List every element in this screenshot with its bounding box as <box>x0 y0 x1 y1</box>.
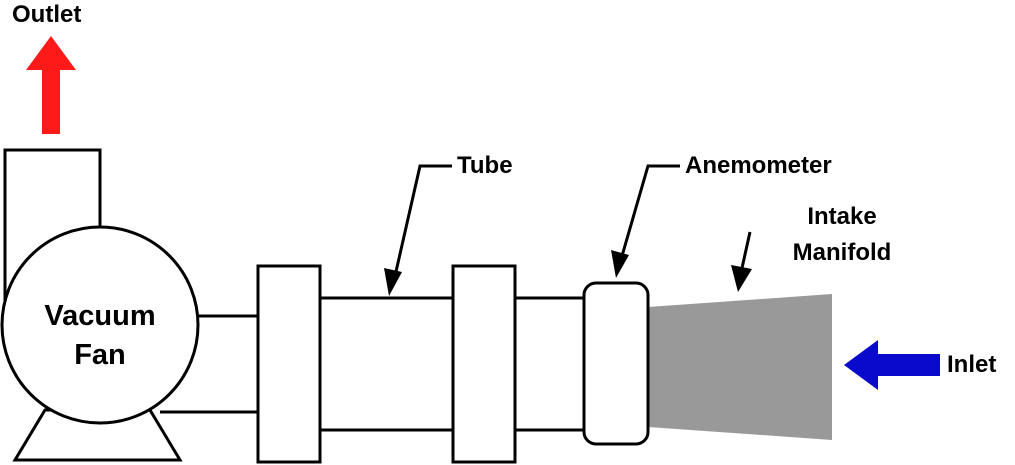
tube-pointer-arrowhead <box>384 268 402 296</box>
fan-outlet-duct <box>3 148 102 308</box>
anemometer-label: Anemometer <box>685 152 832 179</box>
anemometer-pointer-arrowhead <box>611 250 629 278</box>
outlet-arrow-icon <box>26 36 76 134</box>
vacuum-fan-housing <box>0 225 200 425</box>
intake-label-line2: Manifold <box>793 239 892 266</box>
fan-label-line1: Vacuum <box>44 300 155 332</box>
coupling-2 <box>451 264 517 464</box>
tube-label: Tube <box>457 152 513 179</box>
anemometer-leader-line <box>620 164 680 257</box>
coupling-1 <box>256 264 322 464</box>
inlet-label: Inlet <box>947 351 996 378</box>
intake-pointer-arrowhead <box>731 265 752 292</box>
outlet-label: Outlet <box>12 1 81 28</box>
anemometer <box>582 281 650 446</box>
intake-leader-line <box>740 231 752 269</box>
tube-leader-line <box>393 164 452 277</box>
inlet-arrow-icon <box>844 340 940 390</box>
fan-label-line2: Fan <box>74 339 126 371</box>
intake-manifold <box>648 294 832 440</box>
intake-label-line1: Intake <box>807 203 876 230</box>
